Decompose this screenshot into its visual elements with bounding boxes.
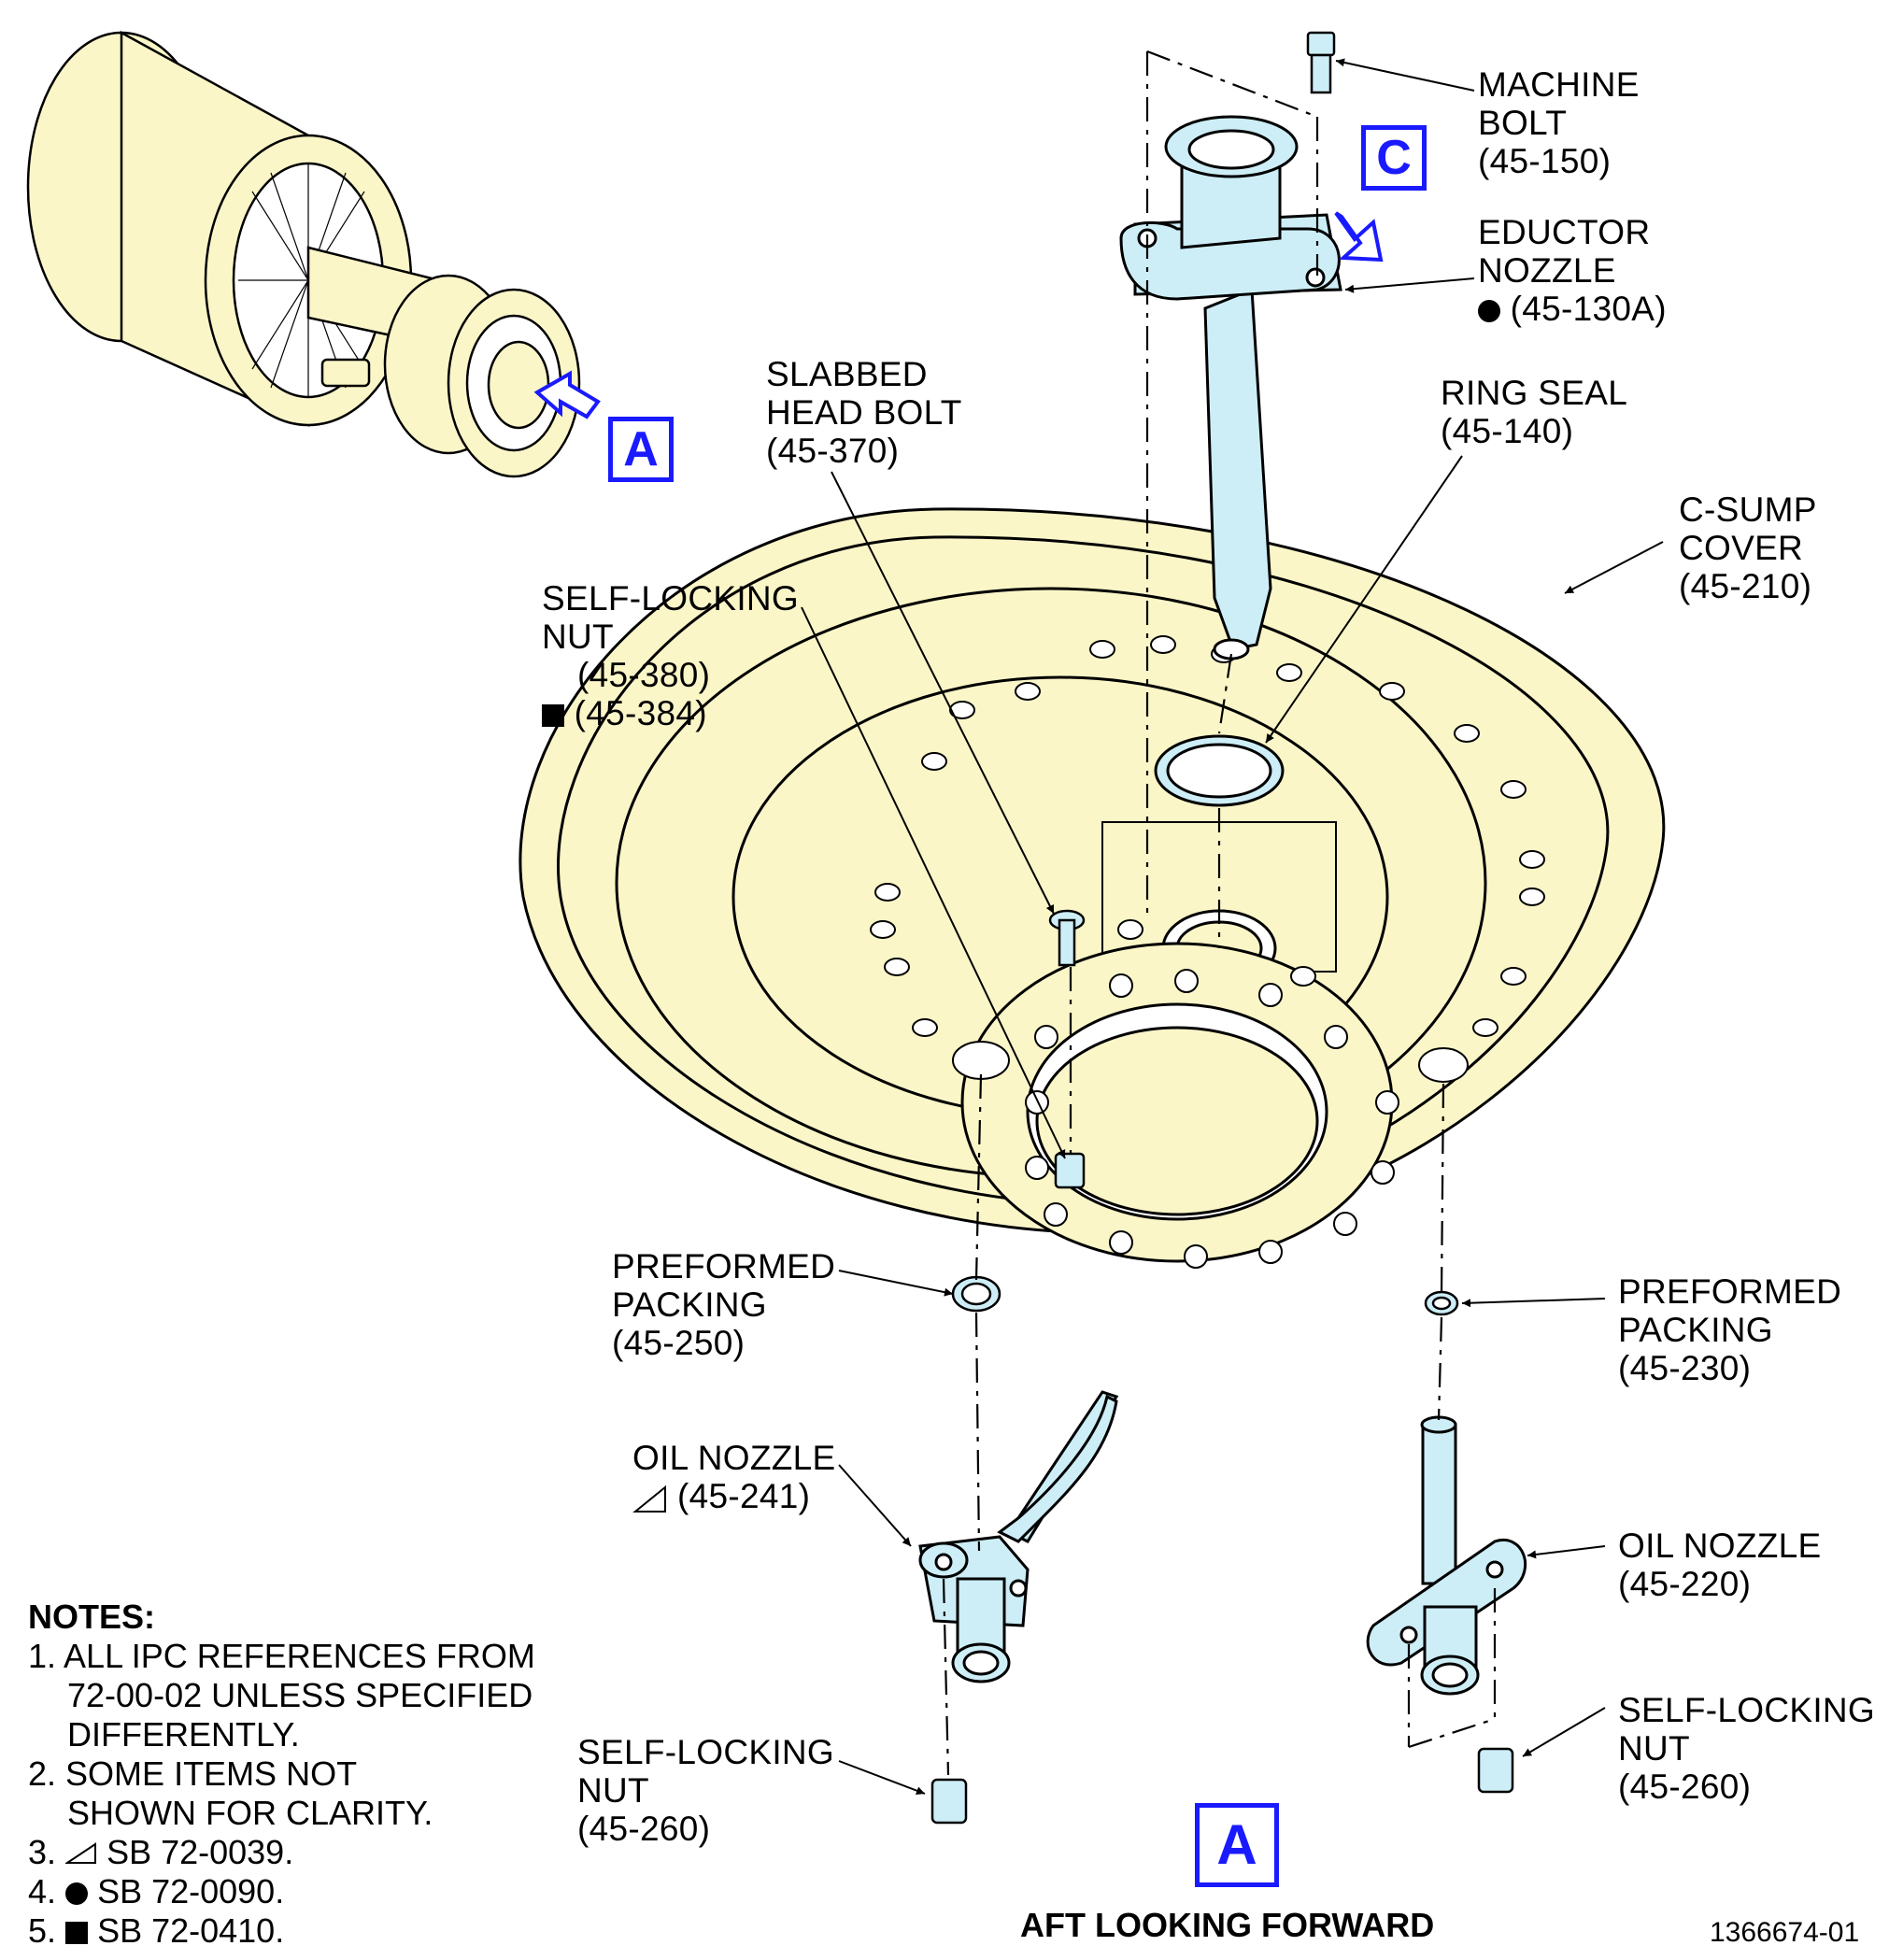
label-self-locking-nut-right: SELF-LOCKING NUT (45-260) bbox=[1618, 1691, 1875, 1806]
left-self-locking-nut bbox=[930, 1778, 968, 1825]
note-2: 2. SOME ITEMS NOT SHOWN FOR CLARITY. bbox=[28, 1754, 433, 1832]
note-3: 3. SB 72-0039. bbox=[28, 1833, 294, 1871]
view-caption: AFT LOOKING FORWARD bbox=[1020, 1906, 1435, 1944]
slabbed-head-bolt bbox=[1048, 909, 1086, 967]
note-5: 5. SB 72-0410. bbox=[28, 1911, 285, 1950]
notes-block: NOTES: 1. ALL IPC REFERENCES FROM 72-00-… bbox=[28, 1598, 535, 1951]
figure-number: 1366674-01 bbox=[1710, 1917, 1860, 1948]
right-self-locking-nut bbox=[1477, 1747, 1514, 1794]
left-preformed-packing bbox=[951, 1275, 1001, 1313]
machine-bolt bbox=[1306, 31, 1336, 94]
right-oil-nozzle bbox=[1366, 1415, 1527, 1696]
triangle-flag-icon bbox=[65, 1842, 97, 1865]
leader-lines bbox=[801, 58, 1664, 1796]
ring-seal bbox=[1154, 734, 1285, 807]
filled-square-icon bbox=[65, 1922, 89, 1945]
filled-circle-icon bbox=[65, 1882, 89, 1906]
notes-heading: NOTES: bbox=[28, 1598, 156, 1636]
view-a-engine-callout: A bbox=[608, 417, 674, 482]
label-oil-nozzle-left: OIL NOZZLE (45-241) bbox=[632, 1439, 836, 1515]
view-c-arrow-outline-icon bbox=[1325, 194, 1386, 222]
left-oil-nozzle bbox=[918, 1390, 1119, 1683]
eductor-nozzle bbox=[1119, 115, 1342, 660]
filled-square-icon bbox=[542, 704, 564, 728]
view-c-callout: C bbox=[1361, 125, 1427, 191]
note-4: 4. SB 72-0090. bbox=[28, 1872, 285, 1910]
label-c-sump-cover: C-SUMP COVER (45-210) bbox=[1679, 490, 1817, 605]
assembly-centerlines bbox=[942, 50, 1497, 1776]
engine-overview bbox=[26, 30, 581, 478]
view-c-arrow-icon bbox=[1334, 211, 1384, 263]
view-a-main-callout: A bbox=[1195, 1803, 1279, 1887]
label-eductor-nozzle: EDUCTOR NOZZLE (45-130A) bbox=[1478, 213, 1667, 328]
label-self-locking-nut-top: SELF-LOCKING NUT (45-380) (45-384) bbox=[542, 579, 799, 732]
label-oil-nozzle-right: OIL NOZZLE (45-220) bbox=[1618, 1527, 1822, 1603]
flange-bolt-holes bbox=[1025, 969, 1399, 1269]
label-slabbed-head-bolt: SLABBED HEAD BOLT (45-370) bbox=[766, 355, 962, 470]
note-1: 1. ALL IPC REFERENCES FROM 72-00-02 UNLE… bbox=[28, 1637, 535, 1754]
cover-bolt-holes bbox=[870, 635, 1545, 1083]
label-preformed-packing-right: PREFORMED PACKING (45-230) bbox=[1618, 1272, 1842, 1387]
self-locking-nut-top bbox=[1054, 1152, 1086, 1189]
view-a-arrow-icon bbox=[533, 370, 601, 419]
label-preformed-packing-left: PREFORMED PACKING (45-250) bbox=[612, 1247, 836, 1362]
filled-circle-icon bbox=[1478, 300, 1500, 323]
label-ring-seal: RING SEAL (45-140) bbox=[1441, 374, 1628, 450]
triangle-flag-icon bbox=[632, 1484, 666, 1513]
label-self-locking-nut-left: SELF-LOCKING NUT (45-260) bbox=[577, 1733, 834, 1848]
right-preformed-packing bbox=[1424, 1290, 1459, 1316]
label-machine-bolt: MACHINE BOLT (45-150) bbox=[1478, 65, 1640, 180]
